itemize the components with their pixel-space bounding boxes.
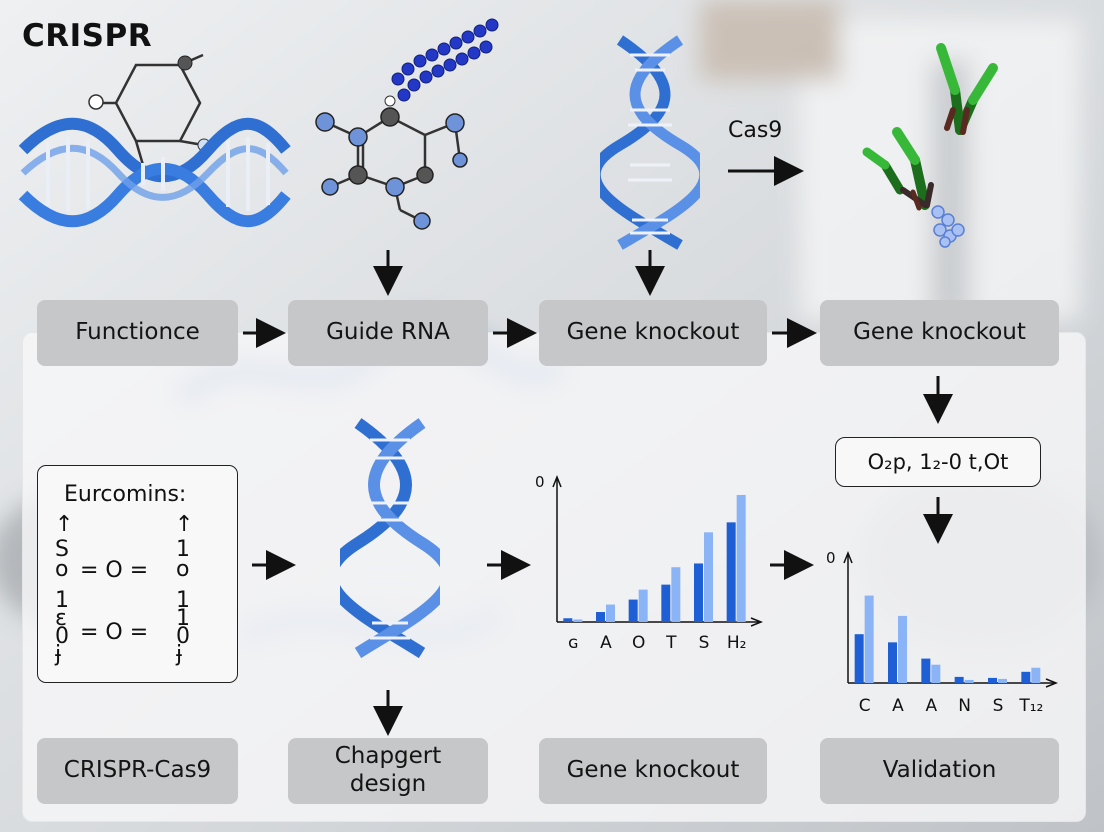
chart2-bar-1-5 [1021,671,1031,683]
chart1-bar-1-3 [661,584,671,622]
chart1-x-axis-arrow [750,617,764,627]
chart2-y-tick-label: 0 [826,549,836,567]
dna-molecule-illustration [18,53,291,228]
chart1-bar-2-4 [704,532,713,622]
chart2-x-tick-label: A [892,696,904,716]
chart2-bar-1-0 [854,634,864,683]
step-gene-knockout-box-3[interactable]: Gene knockout [539,738,767,804]
chart2-bar-2-1 [898,615,907,683]
chart1-x-tick-label: T [665,633,677,653]
chart1-bar-1-0 [563,618,573,622]
cas9-label: Cas9 [728,118,783,143]
chart1-bar-2-5 [736,494,746,622]
equation-line1-left: S o [55,537,69,582]
chart2-x-tick-label: A [926,696,938,716]
equation-line2-left: 1 ɛ 0 ɉ [55,588,69,667]
equation-arrow-left: ↑ [55,512,74,537]
step-chapgert-design-box[interactable]: Chapgert design [288,738,488,804]
chart2-x-tick-label: C [859,696,871,716]
chart1-x-tick-label: ɢ [568,633,579,653]
chart1-bar-1-1 [596,612,605,622]
step-validation-box[interactable]: Validation [820,738,1059,804]
dna-helix-illustration-bottom [340,418,440,658]
step-gene-knockout-box-2[interactable]: Gene knockout [820,300,1059,366]
chart2-bar-2-0 [864,595,874,683]
chart1-bar-1-4 [694,563,703,622]
chart2-x-tick-label: T₁₂ [1018,696,1043,716]
equation-box-title: Eurcomins: [64,482,187,507]
chart2-x-axis-arrow [1045,678,1059,688]
step-functionce-box[interactable]: Functionce [37,300,238,366]
chart1-bar-1-5 [726,522,736,622]
chart2-bar-1-2 [921,658,931,683]
chart2-bar-2-4 [998,678,1007,683]
chart2-bar-1-3 [954,676,964,683]
chart1-bar-2-3 [671,567,681,622]
chart1-bar-2-1 [606,604,615,622]
chart2-bar-2-5 [1031,667,1041,683]
equation-box [37,465,238,683]
equation-line2-right: 1 1 0 ɉ [176,588,190,667]
chart1-bar-1-2 [628,599,638,622]
equation-arrow-right: ↑ [175,512,194,537]
chart1-y-tick-label: 0 [535,473,545,491]
equation-line1-right: 1 o [176,537,190,582]
chart1-bar-2-2 [638,589,648,622]
chart2-bar-2-2 [931,664,941,683]
chart1-x-tick-label: H₂ [727,633,747,653]
dna-helix-illustration-top [600,35,700,250]
chart2-x-tick-label: N [958,696,971,716]
diagram-title: CRISPR [22,18,153,54]
guide-rna-molecule-illustration [315,18,499,230]
chart2-bar-1-1 [888,642,897,683]
equation-line1-mid: = O = [80,558,149,583]
chart2-bar-1-4 [988,677,997,683]
chart1-x-tick-label: A [600,633,612,653]
chart2-y-axis-arrow [843,550,853,564]
chart1-x-tick-label: O [632,633,645,653]
chart1-x-tick-label: S [699,633,710,653]
chart1-y-axis-arrow [552,474,562,488]
step-gene-knockout-box[interactable]: Gene knockout [539,300,767,366]
chart2-bar-2-3 [964,679,974,683]
equation-line2-mid: = O = [80,620,149,645]
step-crispr-cas9-box[interactable]: CRISPR-Cas9 [37,738,238,804]
antibody-illustration [862,43,998,248]
formula-box: O₂p, 1₂-0 t,Ot [835,437,1041,487]
step-guide-rna-box[interactable]: Guide RNA [288,300,488,366]
chart1-bar-2-0 [573,619,583,622]
chart2-x-tick-label: S [993,696,1004,716]
